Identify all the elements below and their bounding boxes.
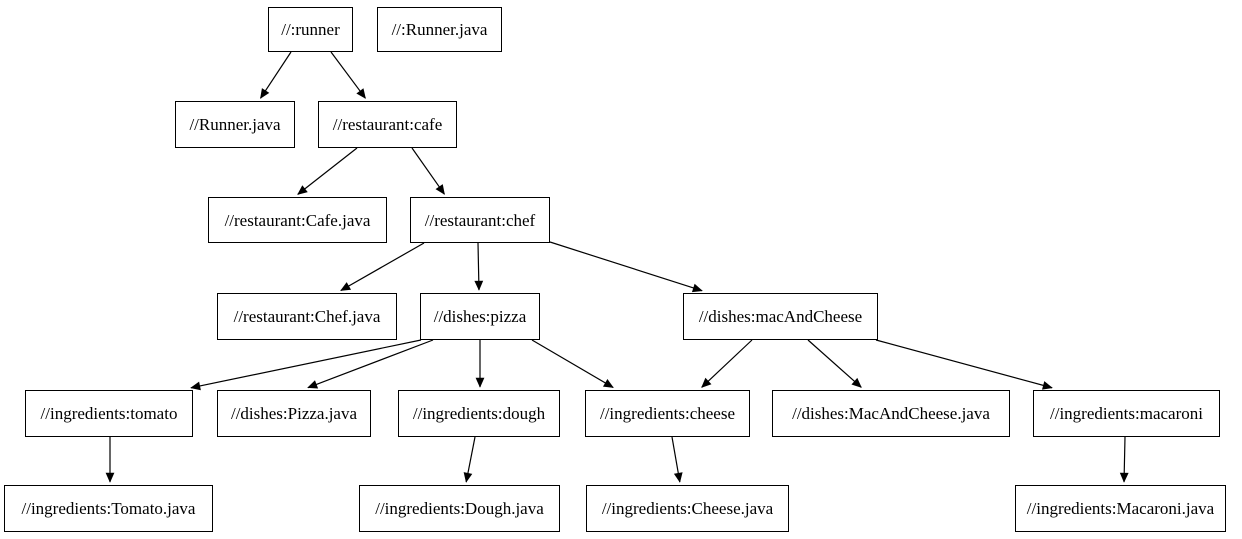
graph-node-dough: //ingredients:dough [398, 390, 560, 437]
graph-node-label: //dishes:pizza [433, 307, 527, 326]
graph-node-runner: //:runner [268, 7, 353, 52]
edge-macaroni-to-macaroni-java [1119, 436, 1129, 483]
graph-node-label: //ingredients:Dough.java [375, 499, 544, 518]
graph-node-cheese: //ingredients:cheese [585, 390, 750, 437]
graph-node-cafe-java: //restaurant:Cafe.java [208, 197, 387, 243]
edges-group [105, 51, 1129, 483]
edge-pizza-to-tomato [190, 339, 422, 391]
edge-mac-and-cheese-to-cheese [701, 339, 753, 388]
edge-mac-and-cheese-to-mac-and-cheese-java [807, 339, 862, 388]
edge-cheese-to-cheese-java [671, 436, 683, 483]
graph-node-label: //ingredients:macaroni [1050, 404, 1203, 423]
graph-node-label: //restaurant:Chef.java [233, 307, 381, 326]
graph-node-label: //dishes:Pizza.java [230, 404, 358, 423]
edge-pizza-to-cheese [531, 339, 614, 389]
graph-node-tomato-java: //ingredients:Tomato.java [4, 485, 213, 532]
edge-runner-to-runner-java [260, 51, 292, 99]
graph-node-label: //ingredients:Tomato.java [21, 499, 196, 518]
graph-node-label: //ingredients:Macaroni.java [1026, 499, 1215, 518]
edge-cafe-to-chef [411, 147, 445, 195]
graph-node-pizza: //dishes:pizza [420, 293, 540, 340]
graph-node-mac-and-cheese: //dishes:macAndCheese [683, 293, 878, 340]
graph-node-cafe: //restaurant:cafe [318, 101, 457, 148]
graph-node-chef: //restaurant:chef [410, 197, 550, 243]
graph-node-label: //dishes:macAndCheese [698, 307, 863, 326]
graph-node-label: //Runner.java [189, 115, 281, 134]
edge-pizza-to-pizza-java [307, 339, 434, 389]
edge-chef-to-mac-and-cheese [549, 241, 703, 293]
graph-node-tomato: //ingredients:tomato [25, 390, 193, 437]
graph-node-label: //ingredients:dough [412, 404, 546, 423]
graph-node-runner-java-src: //:Runner.java [377, 7, 502, 52]
graph-node-runner-java: //Runner.java [175, 101, 295, 148]
edge-dough-to-dough-java [463, 436, 476, 483]
graph-node-cheese-java: //ingredients:Cheese.java [586, 485, 789, 532]
graph-node-macaroni: //ingredients:macaroni [1033, 390, 1220, 437]
graph-node-mac-and-cheese-java: //dishes:MacAndCheese.java [772, 390, 1010, 437]
edge-chef-to-chef-java [340, 242, 425, 292]
graph-node-label: //ingredients:cheese [599, 404, 735, 423]
graph-node-label: //ingredients:tomato [40, 404, 178, 423]
graph-node-label: //:Runner.java [391, 20, 488, 39]
graph-node-label: //restaurant:chef [424, 210, 536, 230]
edge-chef-to-pizza [474, 242, 484, 291]
graph-node-dough-java: //ingredients:Dough.java [359, 485, 560, 532]
graph-node-label: //dishes:MacAndCheese.java [792, 404, 990, 423]
edge-mac-and-cheese-to-macaroni [875, 339, 1053, 390]
graph-node-pizza-java: //dishes:Pizza.java [217, 390, 371, 437]
graph-node-label: //restaurant:Cafe.java [224, 210, 371, 230]
graph-node-macaroni-java: //ingredients:Macaroni.java [1015, 485, 1226, 532]
graph-node-label: //ingredients:Cheese.java [601, 499, 774, 518]
edge-cafe-to-cafe-java [297, 147, 358, 195]
graph-node-chef-java: //restaurant:Chef.java [217, 293, 397, 340]
graph-node-label: //:runner [281, 20, 340, 39]
graph-node-label: //restaurant:cafe [332, 115, 443, 134]
edge-runner-to-cafe [330, 51, 366, 99]
